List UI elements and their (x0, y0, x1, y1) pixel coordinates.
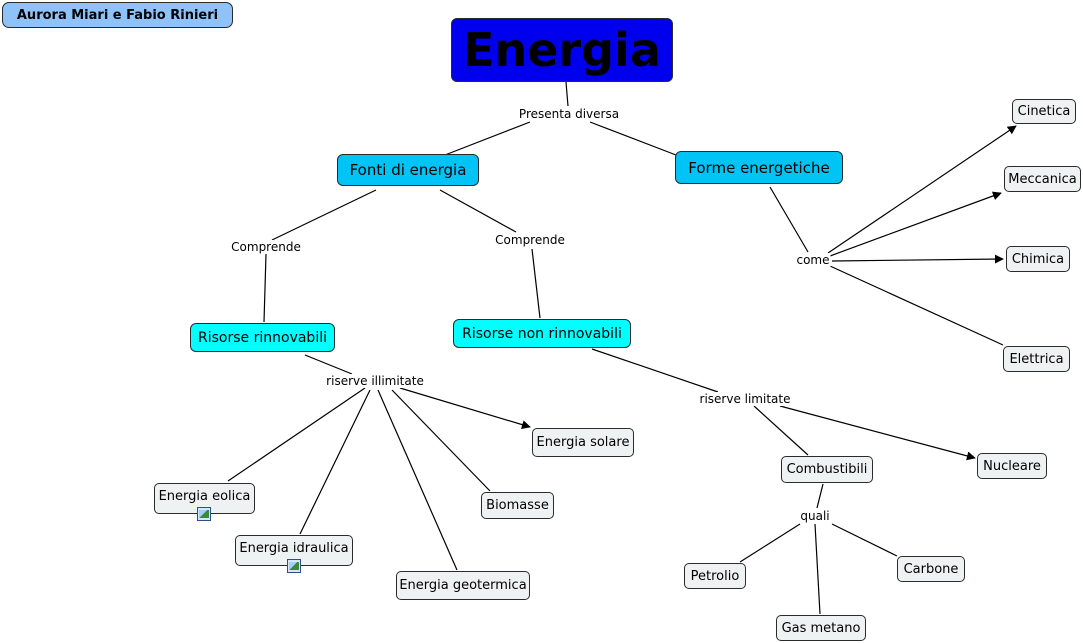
concept-meccanica[interactable]: Meccanica (1004, 166, 1081, 192)
concept-fonti-di-energia[interactable]: Fonti di energia (337, 154, 479, 186)
line-nonrinnovabili-limitate (591, 348, 719, 393)
concept-energia-geotermica[interactable]: Energia geotermica (396, 571, 530, 600)
line-rinnovabili-illimitate (304, 354, 353, 375)
line-quali-carbone (831, 523, 898, 557)
line-come-chimica (831, 254, 1004, 264)
phrase-comprende-right[interactable]: Comprende (494, 233, 566, 247)
concept-chimica[interactable]: Chimica (1006, 246, 1070, 272)
line-quali-gasmetano (814, 523, 821, 615)
line-presenta-fonti (444, 121, 531, 156)
line-forme-come (769, 186, 809, 253)
phrase-presenta-diversa[interactable]: Presenta diversa (517, 107, 621, 121)
concept-energia-solare[interactable]: Energia solare (532, 428, 634, 457)
concept-risorse-non-rinnovabili[interactable]: Risorse non rinnovabili (453, 319, 631, 348)
concept-petrolio[interactable]: Petrolio (684, 563, 746, 589)
line-combustibili-quali (816, 483, 824, 509)
line-fonti-comprende2 (439, 189, 517, 233)
concept-biomasse[interactable]: Biomasse (481, 492, 554, 519)
phrase-riserve-illimitate[interactable]: riserve illimitate (325, 374, 425, 388)
concept-carbone[interactable]: Carbone (897, 556, 965, 582)
author-label[interactable]: Aurora Miari e Fabio Rinieri (2, 2, 233, 28)
phrase-riserve-limitate[interactable]: riserve limitate (698, 392, 792, 406)
concept-forme-energetiche[interactable]: Forme energetiche (675, 151, 843, 184)
line-fonti-comprende1 (271, 189, 377, 241)
phrase-comprende-left[interactable]: Comprende (230, 240, 302, 254)
concept-energia[interactable]: Energia (451, 18, 673, 82)
line-illimitate-idraulica (299, 389, 371, 535)
line-come-cinetica (827, 125, 1017, 254)
line-limitate-combustibili (753, 405, 809, 456)
concept-risorse-rinnovabili[interactable]: Risorse rinnovabili (190, 323, 335, 352)
concept-elettrica[interactable]: Elettrica (1003, 346, 1070, 372)
line-come-meccanica (829, 191, 1002, 257)
concept-cinetica[interactable]: Cinetica (1012, 99, 1076, 124)
line-illimitate-eolica (227, 387, 366, 482)
phrase-quali[interactable]: quali (799, 509, 831, 523)
line-illimitate-solare (399, 387, 531, 429)
line-comprende2-nonrinnovabili (531, 248, 541, 319)
concept-gas-metano[interactable]: Gas metano (776, 615, 866, 641)
phrase-come[interactable]: come (795, 253, 831, 267)
image-icon[interactable] (197, 507, 211, 521)
line-illimitate-geotermica (377, 389, 458, 571)
line-presenta-forme (589, 121, 677, 156)
image-icon[interactable] (287, 559, 301, 573)
line-limitate-nucleare (779, 405, 976, 461)
line-illimitate-biomasse (391, 389, 491, 492)
concept-combustibili[interactable]: Combustibili (781, 456, 873, 483)
concept-nucleare[interactable]: Nucleare (977, 453, 1047, 479)
line-energia-presenta (565, 81, 569, 107)
line-comprende1-rinnovabili (263, 253, 267, 323)
line-come-elettrica (829, 265, 1004, 346)
line-quali-petrolio (739, 523, 801, 563)
